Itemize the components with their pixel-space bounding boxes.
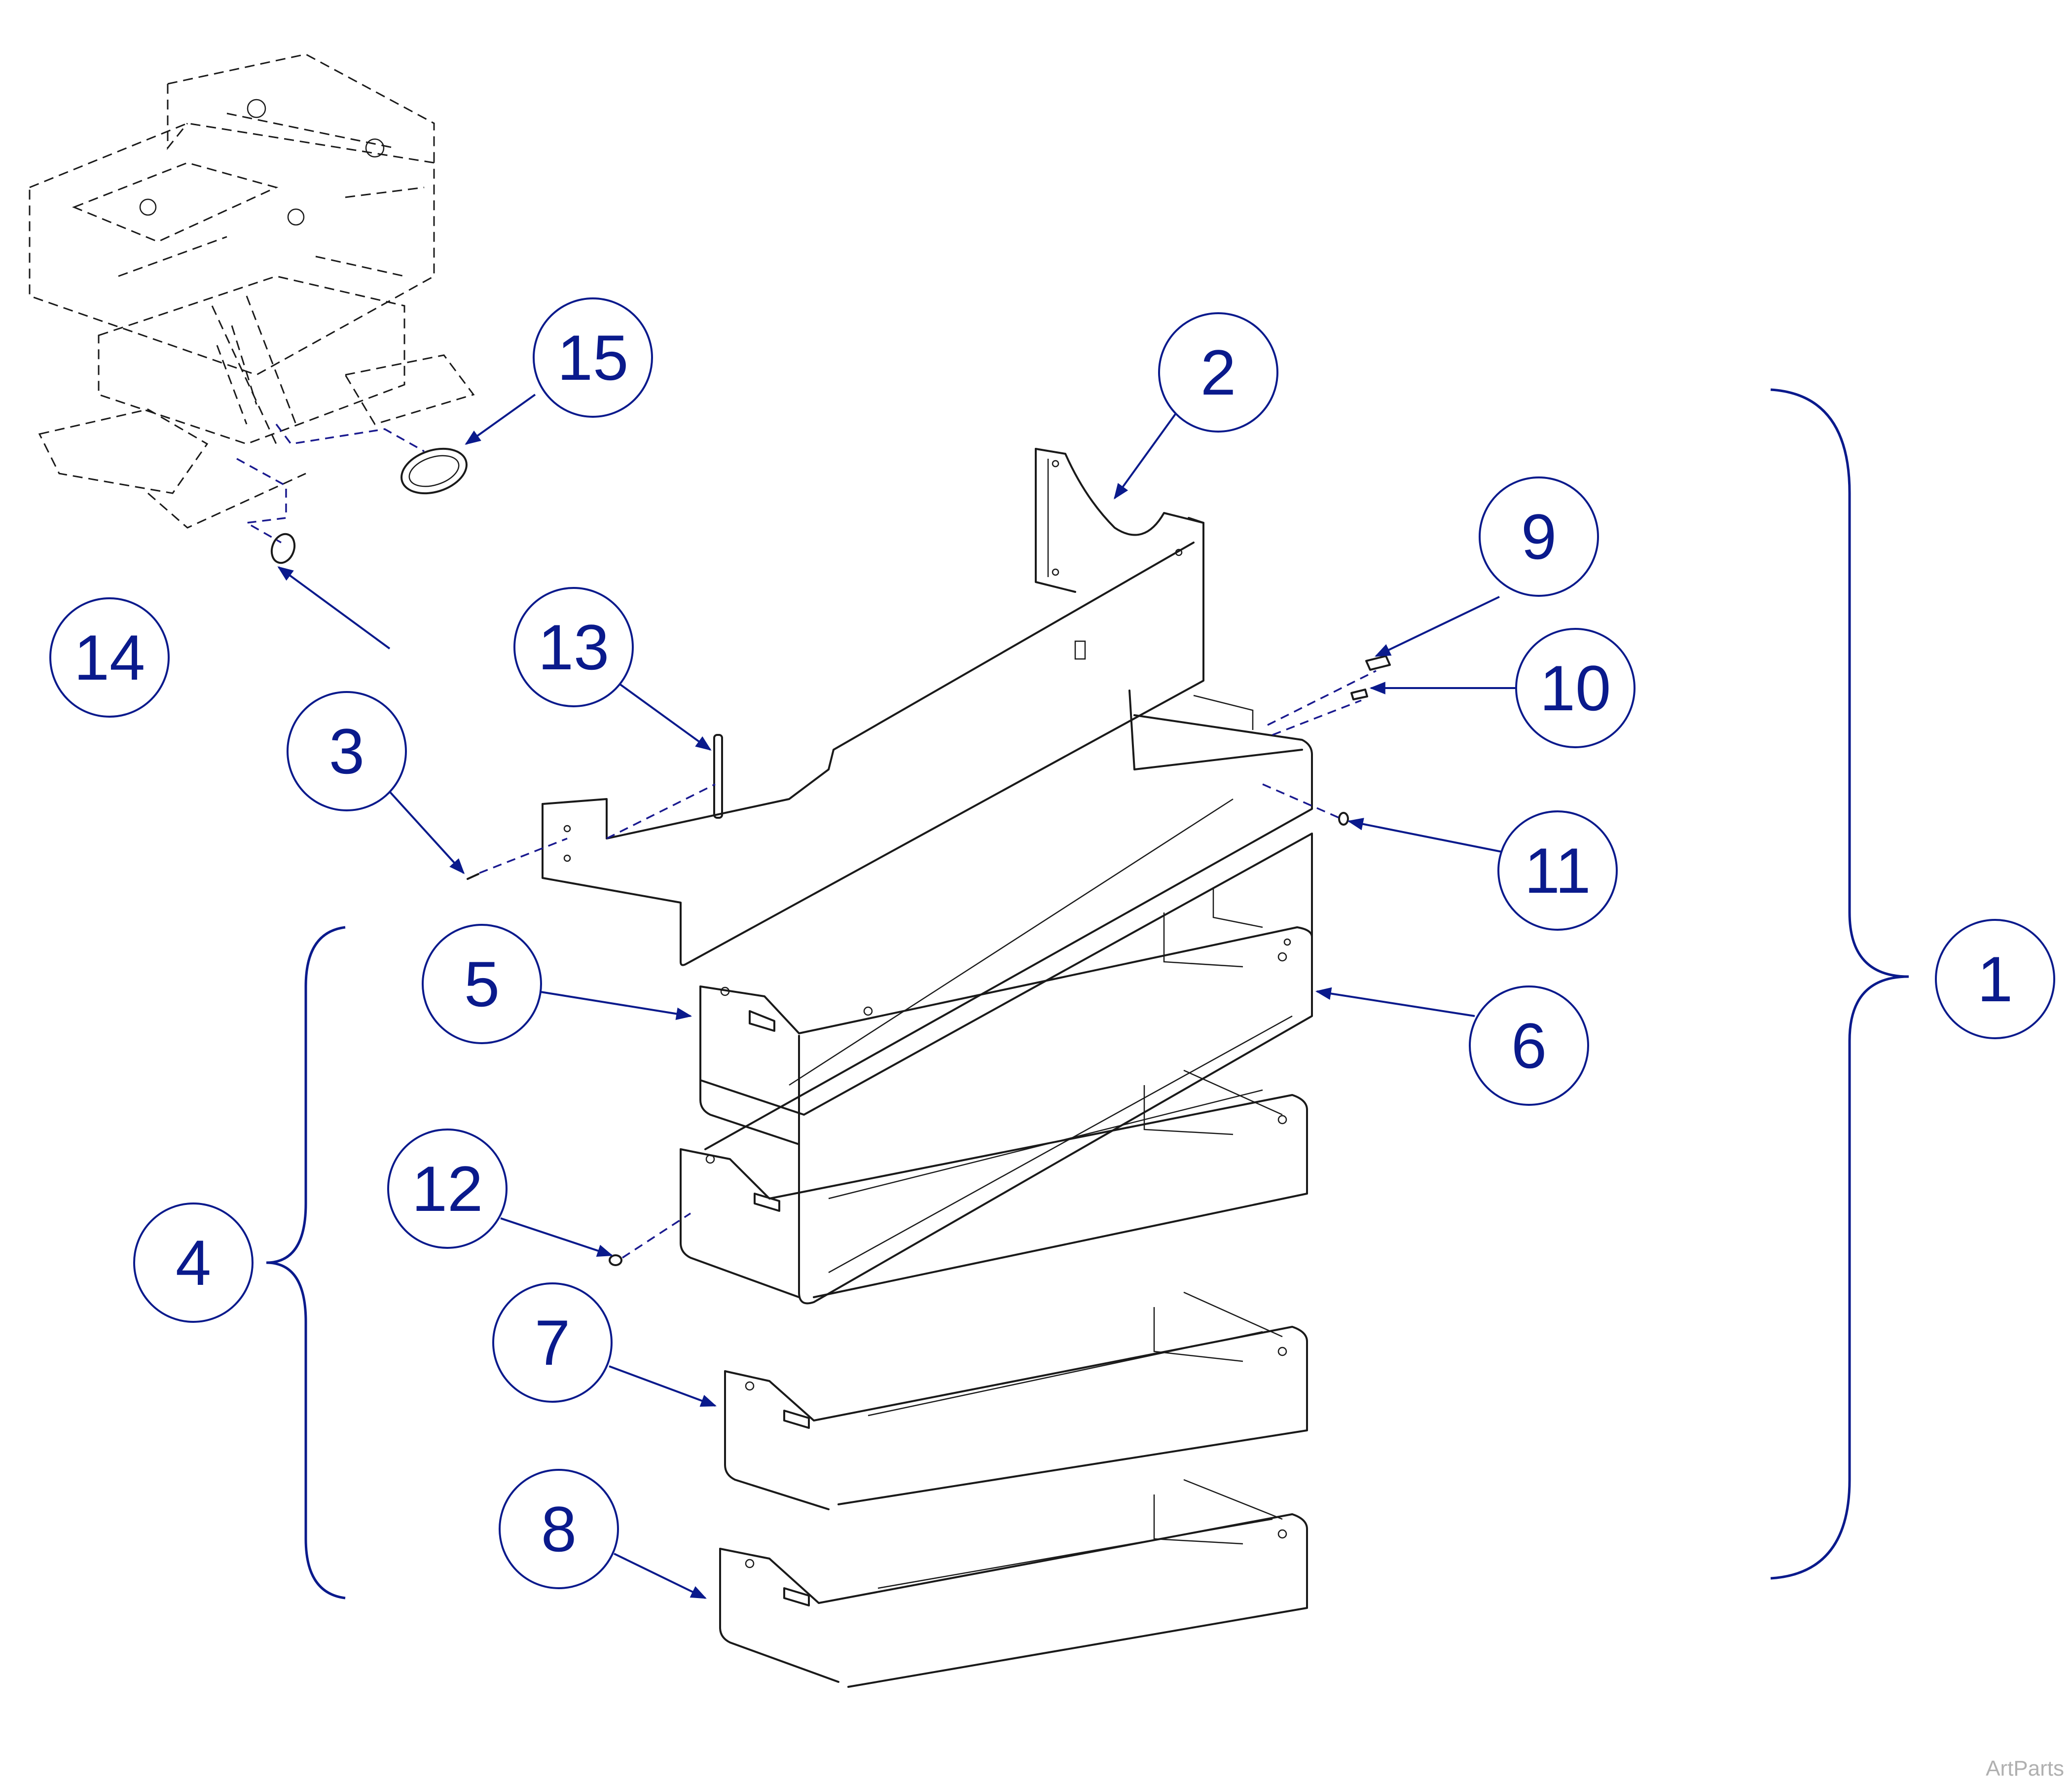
callout-4: 4 bbox=[133, 1202, 254, 1323]
tray-5 bbox=[699, 833, 1313, 1305]
group-brace-4 bbox=[266, 926, 346, 1600]
leader-dash-10 bbox=[1272, 699, 1362, 736]
callout-3: 3 bbox=[287, 691, 407, 811]
tray-top bbox=[704, 690, 1313, 1150]
svg-text:11: 11 bbox=[1525, 835, 1591, 907]
callout-2: 2 bbox=[1158, 312, 1278, 433]
callout-15: 15 bbox=[533, 297, 653, 418]
screw-part bbox=[467, 838, 568, 880]
svg-text:8: 8 bbox=[541, 1493, 577, 1565]
svg-text:13: 13 bbox=[538, 611, 610, 683]
svg-text:3: 3 bbox=[329, 715, 364, 787]
screw-part-12 bbox=[609, 1212, 691, 1266]
tray-8 bbox=[719, 1479, 1308, 1688]
svg-text:12: 12 bbox=[412, 1153, 483, 1225]
chair-base-assembly bbox=[29, 53, 475, 529]
leader-dash-11 bbox=[1262, 783, 1340, 819]
artparts-watermark: ArtParts bbox=[1986, 1756, 2064, 1781]
callout-7: 7 bbox=[492, 1282, 613, 1403]
callout-11: 11 bbox=[1497, 810, 1618, 931]
clip-part-9 bbox=[1365, 655, 1391, 671]
callout-leaders bbox=[277, 394, 1519, 1599]
svg-text:10: 10 bbox=[1540, 652, 1611, 724]
callout-6: 6 bbox=[1469, 985, 1589, 1106]
callout-1: 1 bbox=[1935, 919, 2055, 1039]
callout-8: 8 bbox=[499, 1469, 619, 1589]
upper-shroud-panel bbox=[542, 448, 1204, 966]
callout-5: 5 bbox=[422, 924, 542, 1044]
cover-plug-part bbox=[275, 423, 468, 495]
svg-text:4: 4 bbox=[176, 1227, 211, 1299]
svg-text:9: 9 bbox=[1521, 501, 1557, 573]
tray-3 bbox=[680, 1069, 1308, 1298]
svg-text:2: 2 bbox=[1200, 336, 1236, 408]
svg-text:7: 7 bbox=[535, 1307, 570, 1379]
svg-text:1: 1 bbox=[1977, 943, 2013, 1015]
svg-text:15: 15 bbox=[557, 322, 629, 394]
svg-text:5: 5 bbox=[464, 948, 500, 1020]
svg-text:6: 6 bbox=[1511, 1010, 1547, 1082]
callout-9: 9 bbox=[1479, 476, 1599, 597]
clip-strip-part bbox=[606, 734, 723, 839]
clip-part-10 bbox=[1350, 689, 1368, 700]
svg-text:14: 14 bbox=[74, 621, 145, 693]
tray-7 bbox=[724, 1291, 1308, 1510]
callout-12: 12 bbox=[387, 1129, 508, 1249]
callout-10: 10 bbox=[1515, 628, 1636, 748]
callout-14: 14 bbox=[49, 597, 170, 718]
o-ring-part bbox=[236, 458, 296, 564]
leader-dash-9 bbox=[1267, 670, 1377, 726]
group-brace-1 bbox=[1770, 388, 1909, 1580]
callout-13: 13 bbox=[513, 587, 634, 707]
washer-part-11 bbox=[1338, 812, 1349, 826]
